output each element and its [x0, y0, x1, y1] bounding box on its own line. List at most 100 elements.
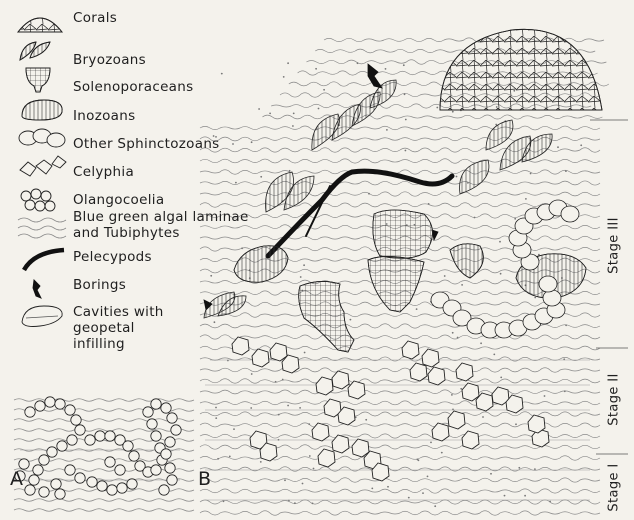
sediment-dot: [232, 143, 234, 145]
algal-lamina: [200, 456, 600, 460]
olangocoelia-legend-icon: [21, 189, 55, 211]
olangocoelia-chamber: [39, 455, 49, 465]
sediment-dot: [371, 488, 373, 490]
legend-label-olangocoelia: Olangocoelia: [73, 192, 164, 208]
sediment-dot: [210, 275, 212, 277]
legend-label-algal-line1: Blue green algal laminae: [73, 209, 249, 225]
sediment-dot: [405, 119, 407, 121]
sediment-dot: [223, 500, 225, 502]
sediment-dot: [251, 141, 253, 143]
algal-lamina: [200, 390, 600, 394]
sediment-dot: [500, 273, 502, 275]
algal-lamina: [200, 126, 600, 130]
sediment-dot: [428, 203, 430, 205]
sphinctozoan-chamber: [543, 290, 561, 306]
algal-lamina: [200, 467, 600, 471]
olangocoelia-chamber: [167, 475, 177, 485]
inozoan-legend-icon: [22, 100, 62, 120]
olangocoelia-chamber: [105, 431, 115, 441]
sediment-lines: [20, 360, 590, 500]
sediment-dot: [235, 182, 237, 184]
celyphia-legend-icon: [20, 156, 66, 176]
olangocoelia-chamber: [57, 441, 67, 451]
algal-lamina: [200, 379, 600, 383]
celyphia-fragments: [232, 337, 549, 481]
sediment-dot: [260, 176, 262, 178]
sediment-dot: [461, 284, 463, 286]
legend-symbols: [18, 18, 66, 327]
olangocoelia-chamber: [71, 415, 81, 425]
celyphia-cell: [448, 411, 465, 429]
sediment-dot: [452, 332, 454, 334]
algal-lamina: [200, 170, 600, 174]
sediment-dot: [422, 492, 424, 494]
sediment-dot: [549, 501, 551, 503]
sediment-dot: [436, 107, 438, 109]
sediment-dot: [482, 416, 484, 418]
olangocoelia-chamber: [35, 401, 45, 411]
sediment-dot: [385, 68, 387, 70]
sediment-dot: [278, 414, 280, 416]
olangocoelia-chamber: [65, 405, 75, 415]
sediment-dot: [457, 337, 459, 339]
celyphia-cell: [332, 371, 349, 389]
sediment-dot: [282, 379, 284, 381]
algal-lamina: [200, 500, 600, 504]
sediment-dot: [368, 193, 370, 195]
sediment-dot: [313, 468, 315, 470]
sediment-dot: [456, 176, 458, 178]
sediment-dot: [565, 324, 567, 326]
sediment-dot: [318, 108, 320, 110]
sediment-dot: [408, 497, 410, 499]
algal-lamina: [200, 401, 600, 405]
celyphia-cell: [432, 423, 449, 441]
sediment-dot: [357, 62, 359, 64]
sediment-dot: [350, 319, 352, 321]
sediment-dot: [538, 254, 540, 256]
sediment-dot: [258, 108, 260, 110]
bryozoan-legend-icon: [20, 42, 50, 60]
sediment-dot: [292, 125, 294, 127]
celyphia-cell: [348, 381, 365, 399]
sediment-dot: [233, 428, 235, 430]
legend-label-borings: Borings: [73, 277, 126, 293]
sediment-dot: [474, 217, 476, 219]
sediment-dot: [405, 150, 407, 152]
olangocoelia-chamber: [55, 489, 65, 499]
sediment-dot: [580, 144, 582, 146]
sediment-dot: [287, 62, 289, 64]
olangocoelia-chamber: [87, 477, 97, 487]
legend-label-solenoporaceans: Solenoporaceans: [73, 79, 193, 95]
olangocoelia-chamber: [65, 465, 75, 475]
olangocoelia-chamber: [67, 435, 77, 445]
olangocoelia-chamber: [75, 473, 85, 483]
olangocoelia-chamber: [129, 451, 139, 461]
sediment-dot: [293, 113, 295, 115]
sediment-dot: [499, 241, 501, 243]
olangocoelia-chamber: [105, 457, 115, 467]
sediment-dot: [515, 423, 517, 425]
sediment-dot: [284, 479, 286, 481]
sediment-dot: [365, 419, 367, 421]
celyphia-cell: [410, 363, 427, 381]
algal-lamina: [200, 489, 600, 493]
sediment-dot: [241, 247, 243, 249]
olangocoelia-chamber: [151, 431, 161, 441]
sediment-dot: [544, 395, 546, 397]
olangocoelia-chamber: [97, 481, 107, 491]
sediment-dot: [518, 467, 520, 469]
stage-label-i: Stage I: [607, 448, 622, 520]
sediment-dot: [480, 342, 482, 344]
olangocoelia-chamber: [39, 487, 49, 497]
olangocoelia-chamber: [123, 441, 133, 451]
sediment-dot: [564, 390, 566, 392]
sphinctozoan-chamber: [539, 276, 557, 292]
sediment-dot: [500, 377, 502, 379]
algal-lamina: [200, 368, 600, 372]
celyphia-cell: [312, 423, 329, 441]
olangocoelia-chamber: [55, 399, 65, 409]
solenoporaceans: [299, 210, 433, 352]
sediment-dot: [215, 417, 217, 419]
celyphia-cell: [232, 337, 249, 355]
